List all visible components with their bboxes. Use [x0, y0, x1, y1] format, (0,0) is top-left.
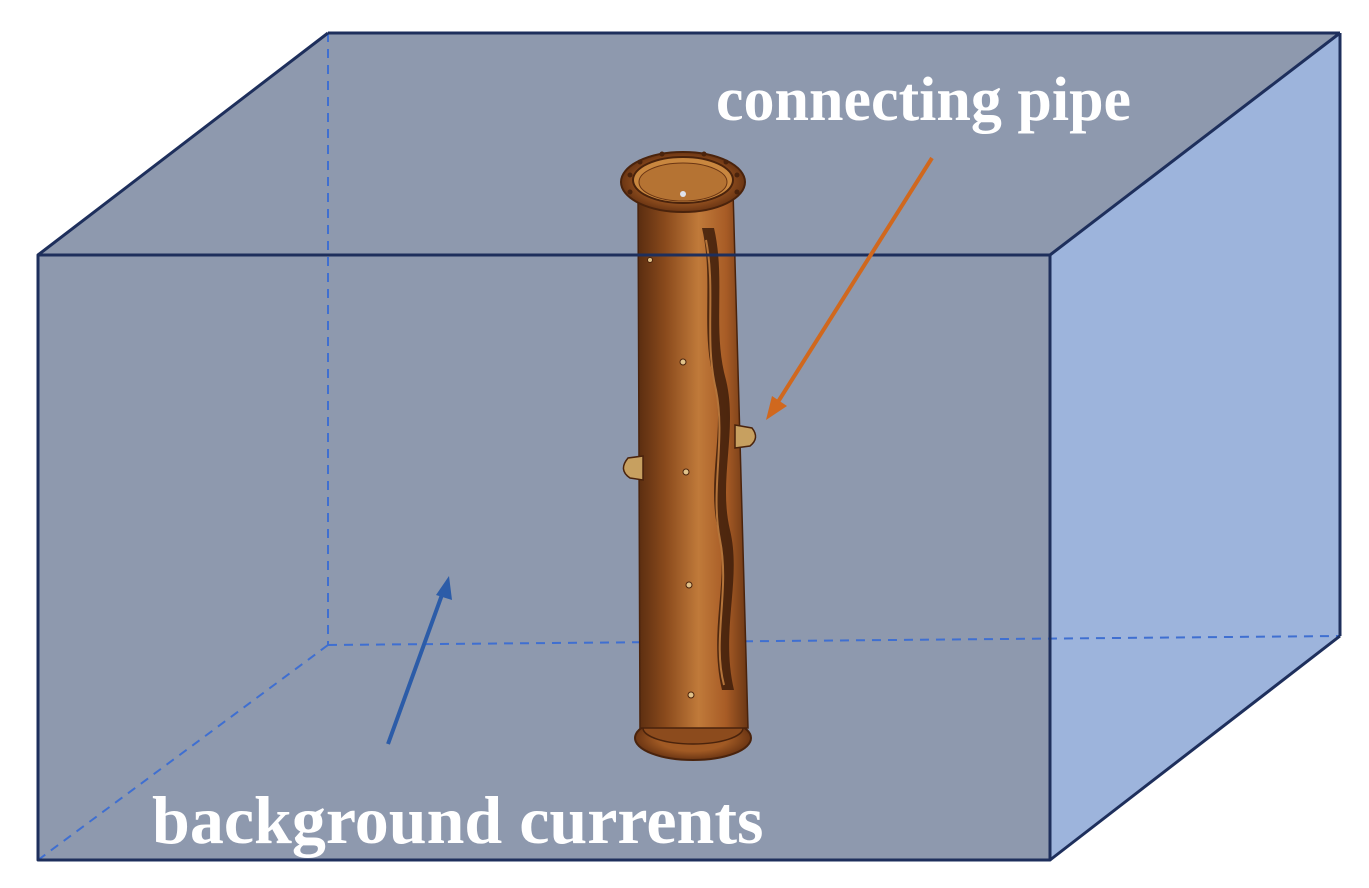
box-top-face: [38, 33, 1340, 255]
hidden-edges: [37, 33, 1341, 861]
box-front-face: [38, 255, 1050, 860]
box-edges: [36, 31, 1342, 862]
background-currents-label: background currents: [152, 782, 763, 858]
connecting-pipe-label: connecting pipe: [716, 66, 1131, 134]
box-side-face: [1050, 33, 1340, 860]
pipe-pointer-arrow: [766, 156, 934, 420]
currents-pointer-arrow: [386, 576, 452, 745]
connecting-pipe: [620, 151, 757, 761]
